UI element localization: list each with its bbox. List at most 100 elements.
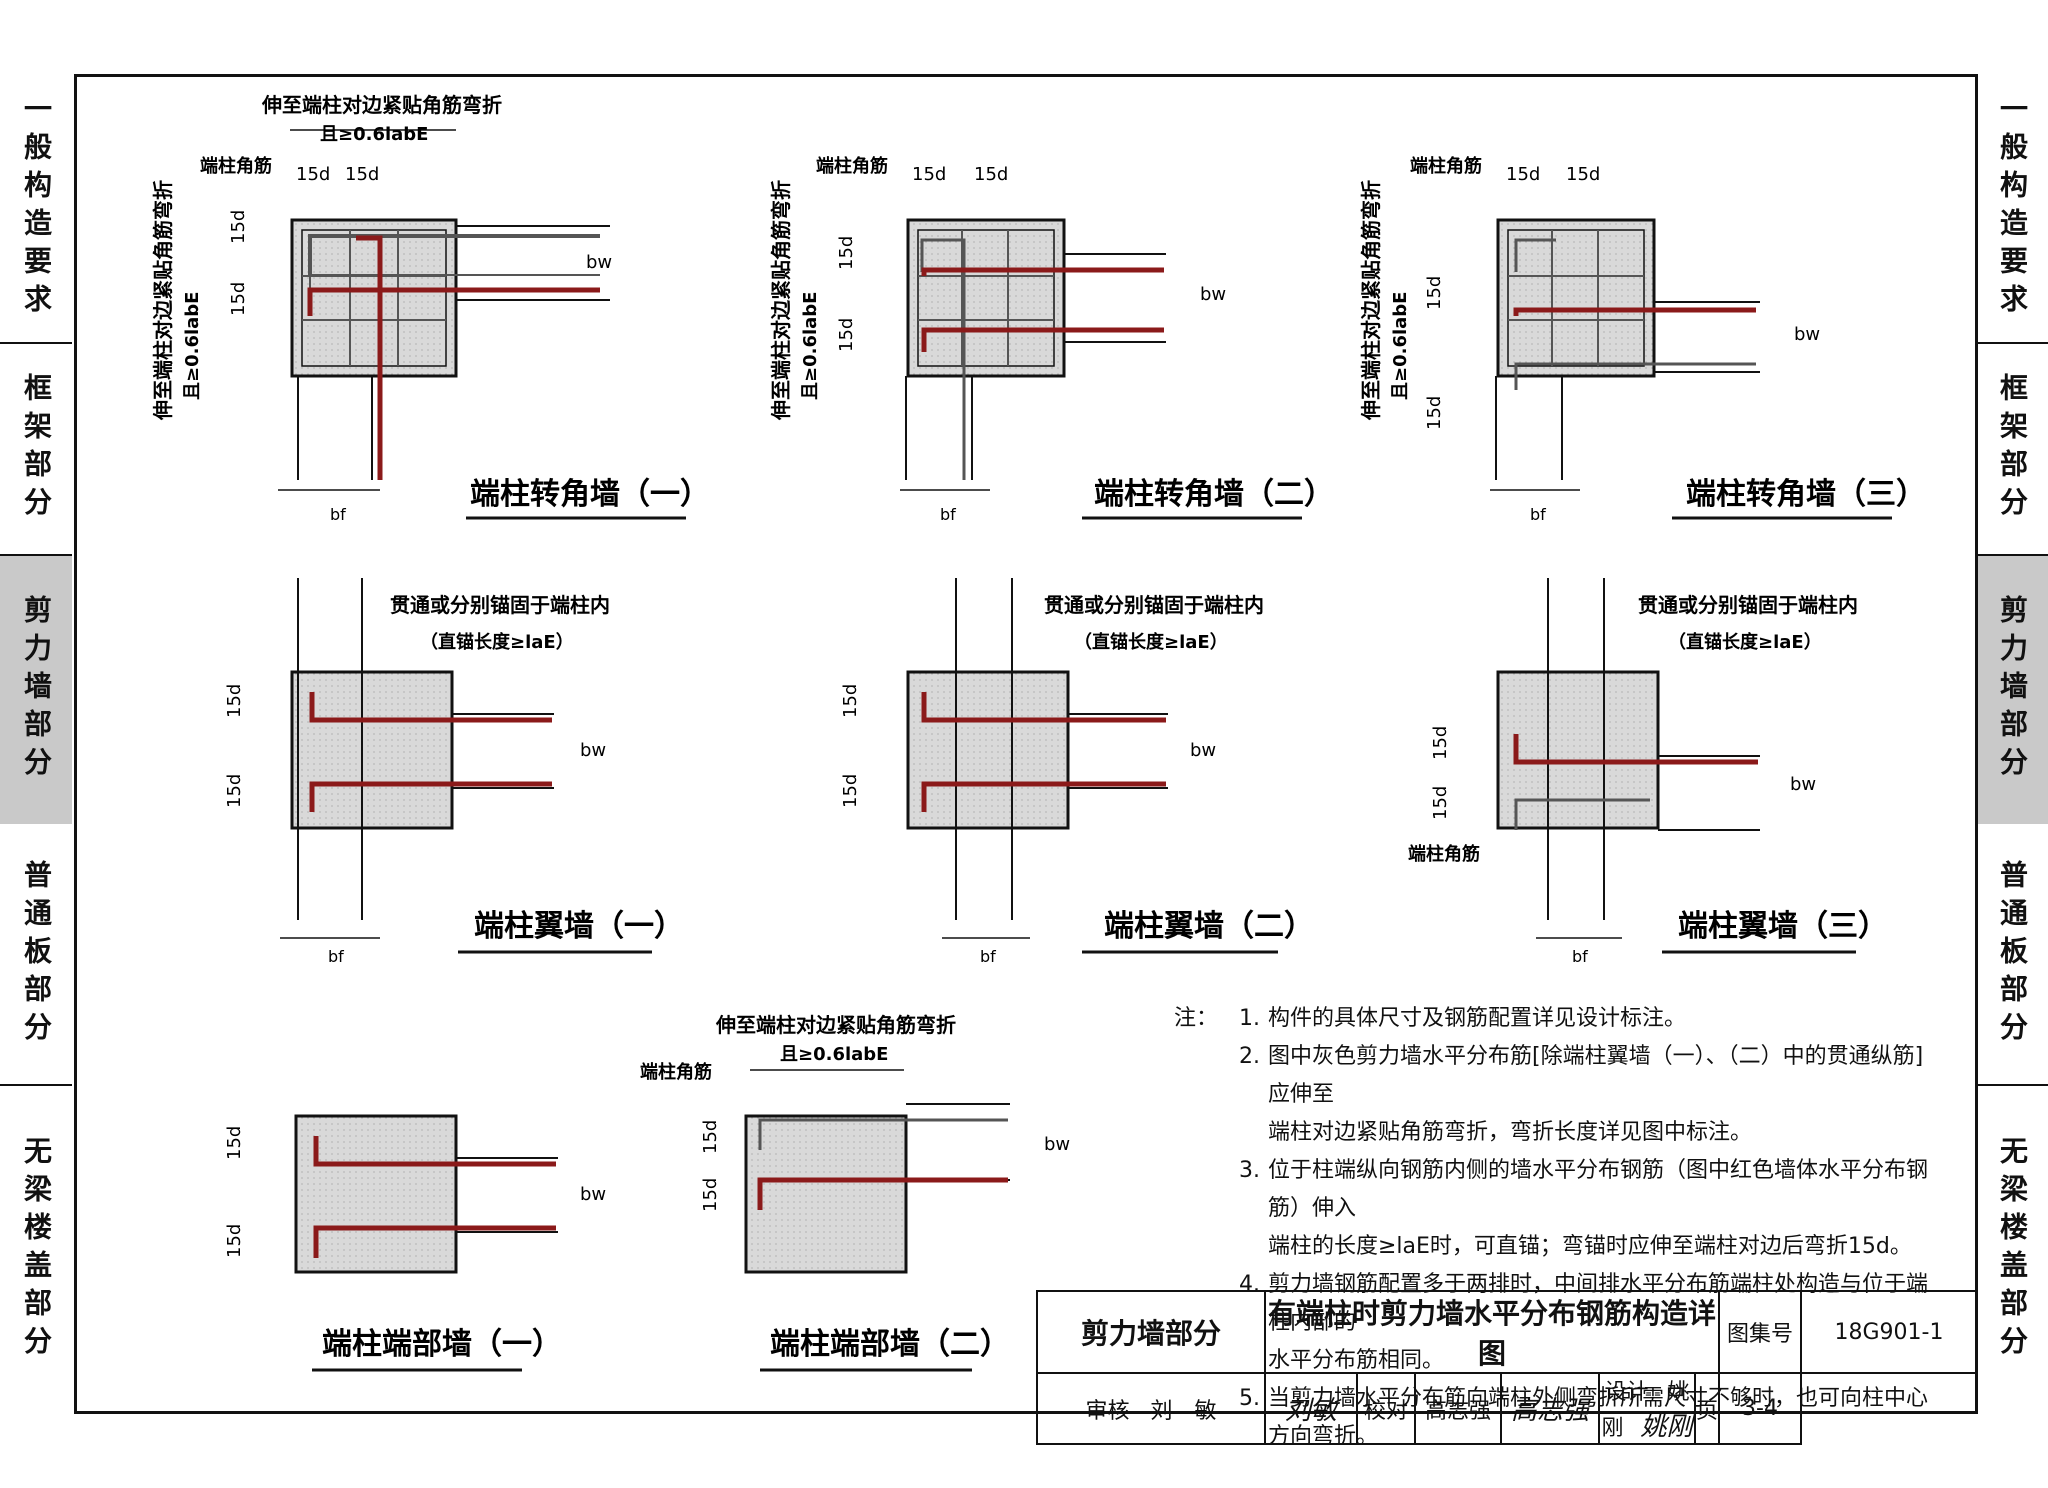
checker-signature: 高志强 (1500, 1372, 1600, 1445)
dim-bw: bw (1200, 284, 1226, 305)
dim-15d: 15d (700, 1120, 721, 1154)
dim-bw: bw (580, 740, 606, 761)
captions: 端柱转角墙（一） 端柱转角墙（二） 端柱转角墙（三） 端柱翼墙（一） 端柱翼墙（… (312, 477, 1926, 1372)
note-line: 端柱的长度≥laE时，可直锚；弯锚时应伸至端柱对边后弯折15d。 (1216, 1228, 1940, 1266)
label-extend-bend: 伸至端柱对边紧贴角筋弯折 (261, 93, 502, 117)
dim-15d: 15d (224, 774, 245, 808)
title-main: 有端柱时剪力墙水平分布钢筋构造详图 (1264, 1290, 1720, 1374)
dim-15d: 15d (224, 1126, 245, 1160)
dim-bf: bf (330, 505, 346, 524)
note-number: 1. (1239, 1006, 1260, 1031)
caption-end-1: 端柱端部墙（一） (322, 1327, 562, 1362)
tab-label: 剪力墙部分 (20, 595, 53, 785)
detail-end-wall-1: bw 15d 15d (224, 1114, 606, 1274)
dim-15d: 15d (1566, 164, 1600, 185)
note-number (1216, 1228, 1268, 1266)
dim-15d: 15d (224, 1224, 245, 1258)
caption-end-2: 端柱端部墙（二） (770, 1327, 1010, 1362)
right-tab-general[interactable]: 一般构造要求 (1976, 74, 2048, 344)
note-text: 图中灰色剪力墙水平分布筋[除端柱翼墙（一）、（二）中的贯通纵筋]应伸至 (1268, 1044, 1924, 1107)
dim-bw: bw (586, 252, 612, 273)
dim-15d: 15d (840, 684, 861, 718)
page-number: 3-4 (1718, 1372, 1802, 1445)
dim-bw: bw (1044, 1134, 1070, 1155)
dim-15d: 15d (1424, 276, 1445, 310)
label-bend-len-vertical: 且≥0.6labE (182, 292, 203, 400)
label-bend-len: 且≥0.6labE (320, 124, 428, 145)
tab-label: 一般构造要求 (20, 94, 53, 322)
note-text: 端柱的长度≥laE时，可直锚；弯锚时应伸至端柱对边后弯折15d。 (1268, 1234, 1912, 1259)
review-label: 审核 (1085, 1398, 1130, 1424)
note-line: 2.图中灰色剪力墙水平分布筋[除端柱翼墙（一）、（二）中的贯通纵筋]应伸至 (1216, 1038, 1940, 1114)
drawing-frame (74, 74, 1978, 1414)
dim-15d: 15d (836, 236, 857, 270)
label-through-anchor: 贯通或分别锚固于端柱内 (1638, 593, 1858, 617)
title-block: 剪力墙部分 有端柱时剪力墙水平分布钢筋构造详图 图集号 18G901-1 审核 … (1036, 1290, 1978, 1445)
dim-15d: 15d (974, 164, 1008, 185)
tab-label: 无梁楼盖部分 (1996, 1136, 2029, 1364)
left-tab-slab[interactable]: 普通板部分 (0, 826, 72, 1086)
note-line: 3.位于柱端纵向钢筋内侧的墙水平分布钢筋（图中红色墙体水平分布钢筋）伸入 (1216, 1152, 1940, 1228)
note-line: 端柱对边紧贴角筋弯折，弯折长度详见图中标注。 (1216, 1114, 1940, 1152)
label-extend-bend-vertical: 伸至端柱对边紧贴角筋弯折 (1359, 180, 1383, 421)
review-cell: 审核 刘 敏 (1036, 1372, 1266, 1445)
reviewer-signature: 刘敏 (1264, 1372, 1358, 1445)
right-tab-frame[interactable]: 框架部分 (1976, 344, 2048, 556)
label-extend-bend: 伸至端柱对边紧贴角筋弯折 (715, 1013, 956, 1037)
tab-label: 普通板部分 (1996, 860, 2029, 1050)
note-text: 位于柱端纵向钢筋内侧的墙水平分布钢筋（图中红色墙体水平分布钢筋）伸入 (1268, 1158, 1929, 1221)
design-cell: 设计 姚 刚 姚刚 (1598, 1372, 1712, 1445)
caption-wing-1: 端柱翼墙（一） (474, 909, 684, 944)
detail-end-wall-2: 伸至端柱对边紧贴角筋弯折 且≥0.6labE 端柱角筋 bw 15d 15d (640, 1013, 1070, 1274)
detail-corner-wall-3: bf 15d 15d 端柱角筋 bw 伸至端柱对边紧贴角筋弯折 且≥0.6lab… (1359, 155, 1820, 524)
dim-15d: 15d (836, 318, 857, 352)
tab-label: 一般构造要求 (1996, 94, 2029, 322)
tab-label: 框架部分 (1996, 373, 2029, 525)
dim-bw: bw (1794, 324, 1820, 345)
label-corner-bar: 端柱角筋 (200, 155, 272, 177)
note-line: 1. 构件的具体尺寸及钢筋配置详见设计标注。 (1216, 1000, 1940, 1038)
label-through-anchor: 贯通或分别锚固于端柱内 (1044, 593, 1264, 617)
tab-label: 无梁楼盖部分 (20, 1136, 53, 1364)
tab-label: 普通板部分 (20, 860, 53, 1050)
dim-15d: 15d (1430, 726, 1451, 760)
label-through-anchor: 贯通或分别锚固于端柱内 (390, 593, 610, 617)
design-label: 设计 (1604, 1380, 1649, 1405)
label-straight-anchor: （直锚长度≥laE） (1668, 631, 1822, 653)
atlas-label: 图集号 (1718, 1290, 1802, 1374)
atlas-number: 18G901-1 (1800, 1290, 1978, 1374)
dim-15d: 15d (228, 210, 249, 244)
label-bend-len: 且≥0.6labE (780, 1044, 888, 1065)
right-tab-shearwall[interactable]: 剪力墙部分 (1976, 556, 2048, 824)
label-straight-anchor: （直锚长度≥laE） (1074, 631, 1228, 653)
note-text: 端柱对边紧贴角筋弯折，弯折长度详见图中标注。 (1268, 1120, 1753, 1145)
left-tab-flatslab[interactable]: 无梁楼盖部分 (0, 1086, 72, 1414)
checker-name: 高志强 (1414, 1372, 1502, 1445)
right-tab-flatslab[interactable]: 无梁楼盖部分 (1976, 1086, 2048, 1414)
page-label: 页 (1693, 1372, 1721, 1445)
detail-wing-wall-1: bf 贯通或分别锚固于端柱内 （直锚长度≥laE） bw 15d 15d (224, 578, 610, 966)
right-tab-slab[interactable]: 普通板部分 (1976, 826, 2048, 1086)
dim-bf: bf (980, 947, 996, 966)
left-tab-general[interactable]: 一般构造要求 (0, 74, 72, 344)
dim-bf: bf (1530, 505, 1546, 524)
label-extend-bend-vertical: 伸至端柱对边紧贴角筋弯折 (769, 180, 793, 421)
title-section: 剪力墙部分 (1036, 1290, 1266, 1374)
dim-bf: bf (940, 505, 956, 524)
left-tab-shearwall[interactable]: 剪力墙部分 (0, 556, 72, 824)
detail-wing-wall-2: bf 贯通或分别锚固于端柱内 （直锚长度≥laE） bw 15d 15d (840, 578, 1264, 966)
caption-corner-1: 端柱转角墙（一） (470, 477, 710, 512)
caption-wing-2: 端柱翼墙（二） (1104, 909, 1314, 944)
note-number (1216, 1114, 1268, 1152)
notes-label: 注： (1174, 1006, 1219, 1031)
dim-15d: 15d (912, 164, 946, 185)
caption-wing-3: 端柱翼墙（三） (1678, 909, 1888, 944)
label-extend-bend-vertical: 伸至端柱对边紧贴角筋弯折 (151, 180, 175, 421)
tab-label: 框架部分 (20, 373, 53, 525)
note-text: 构件的具体尺寸及钢筋配置详见设计标注。 (1268, 1006, 1687, 1031)
dim-15d: 15d (700, 1178, 721, 1212)
left-tab-frame[interactable]: 框架部分 (0, 344, 72, 556)
dim-bf: bf (328, 947, 344, 966)
reviewer-name: 刘 敏 (1150, 1398, 1217, 1424)
